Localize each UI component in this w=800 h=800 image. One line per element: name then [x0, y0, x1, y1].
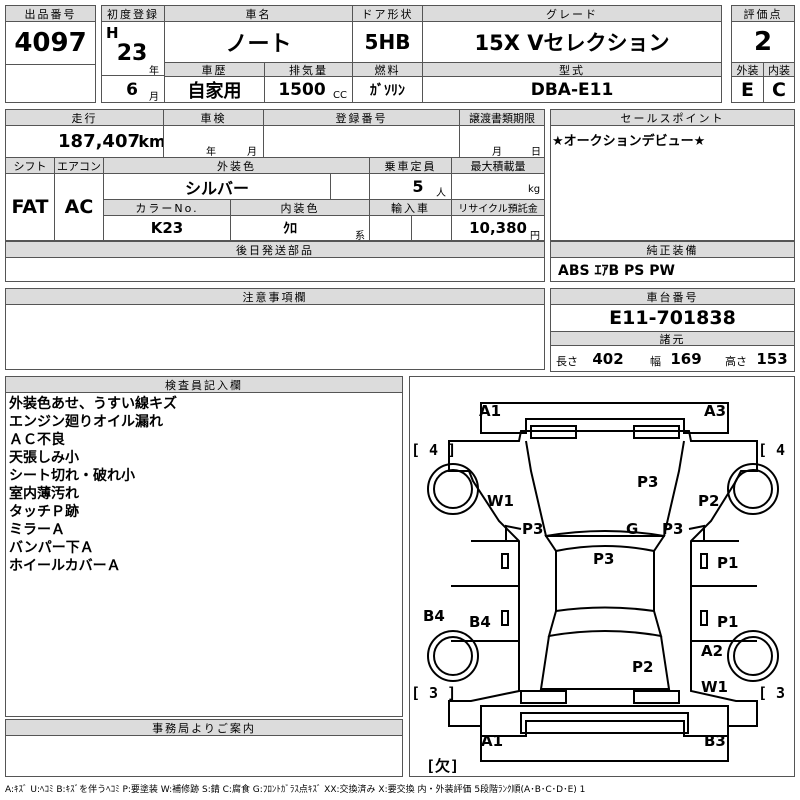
inspector-note: タッチＰ跡 — [9, 504, 79, 520]
damage-mark-p3-hood: P3 — [637, 473, 658, 491]
int-grade: C — [772, 78, 786, 101]
model-label: 型式 — [422, 62, 722, 77]
damage-mark-w1-right: W1 — [701, 678, 728, 696]
damage-mark-p2-right: P2 — [698, 492, 719, 510]
caution-label: 注意事項欄 — [5, 288, 545, 305]
height: 153 — [756, 349, 788, 368]
grade-label: グレード — [422, 5, 722, 22]
int-color: ｸﾛ — [283, 221, 297, 237]
damage-mark-a3-top: A3 — [704, 402, 726, 420]
inspector-note: ホイールカバーＡ — [9, 558, 121, 574]
int-color-label: 内装色 — [230, 199, 370, 216]
inspector-note: ミラーＡ — [9, 522, 65, 538]
damage-mark-w1-left: W1 — [487, 492, 514, 510]
inspector-note: ＡＣ不良 — [9, 432, 65, 448]
lot-number: 4097 — [14, 28, 87, 58]
length: 402 — [592, 349, 624, 368]
damage-mark-a2-right: A2 — [701, 642, 723, 660]
reg-no-label: 登録番号 — [263, 109, 460, 126]
car-name: ノート — [225, 32, 292, 57]
model-code: DBA-E11 — [530, 79, 614, 100]
door-label: ドア形状 — [352, 5, 423, 22]
reg-year: 23 — [116, 40, 148, 66]
displacement-label: 排気量 — [264, 62, 353, 77]
fuel-label: 燃料 — [352, 62, 423, 77]
later-parts-label: 後日発送部品 — [5, 241, 545, 258]
grade: 15X Vセレクション — [474, 31, 670, 55]
damage-mark-p1-right-bottom: P1 — [717, 613, 738, 631]
recycle-label: リサイクル預託金 — [451, 199, 545, 216]
capacity: 5 — [412, 177, 424, 196]
reg-month: 6 — [126, 80, 138, 100]
inspector-label: 検査員記入欄 — [5, 376, 403, 393]
shift: FAT — [11, 196, 49, 218]
inspection-label: 車検 — [163, 109, 264, 126]
tire-mark-tire-bl: [ 3 ] — [411, 684, 456, 702]
sales-point: ★オークションデビュー★ — [552, 134, 706, 149]
overall-score: 2 — [753, 27, 773, 57]
shift-label: シフト — [5, 157, 55, 174]
damage-mark-b4-door: B4 — [469, 613, 491, 631]
inspector-note: バンパー下Ａ — [9, 540, 94, 556]
damage-mark-p3-right: P3 — [662, 520, 683, 538]
ext-color-label: 外装色 — [103, 157, 370, 174]
history-label: 車歴 — [164, 62, 265, 77]
ac: AC — [64, 196, 94, 218]
damage-mark-g: G — [626, 520, 638, 538]
tire-mark-tire-br: [ 3 ] — [758, 684, 794, 702]
color-no: K23 — [150, 219, 184, 237]
import-label: 輸入車 — [369, 199, 452, 216]
inspector-note: 外装色あせ、うすい線キズ — [9, 396, 177, 412]
ext-color: シルバー — [184, 178, 249, 198]
damage-mark-b3-bottom: B3 — [704, 732, 726, 750]
load-label: 最大積載量 — [451, 157, 545, 174]
fuel: ｶﾞｿﾘﾝ — [370, 82, 405, 99]
displacement: 1500 — [278, 79, 326, 100]
door-type: 5HB — [364, 30, 411, 54]
legend: A:ｷｽﾞ U:ﾍｺﾐ B:ｷｽﾞを伴うﾍｺﾐ P:要塗装 W:補修跡 S:錆 … — [5, 785, 586, 795]
damage-mark-a1-bottom: A1 — [481, 732, 503, 750]
tire-mark-spare: [欠] — [426, 757, 459, 775]
first-reg-label: 初度登録 — [101, 5, 165, 22]
era: H — [106, 24, 119, 42]
damage-mark-p3-roof: P3 — [593, 550, 614, 568]
damage-mark-p2-rear: P2 — [632, 658, 653, 676]
inspector-note: 天張しみ小 — [9, 450, 79, 466]
recycle-fee: 10,380 — [469, 219, 527, 237]
chassis-number: E11-701838 — [609, 307, 736, 329]
capacity-label: 乗車定員 — [369, 157, 452, 174]
ext-label: 外装 — [731, 62, 764, 77]
inspector-note: シート切れ・破れ小 — [9, 468, 135, 484]
ext-grade: E — [741, 78, 754, 101]
width: 169 — [670, 349, 702, 368]
int-label: 内装 — [763, 62, 795, 77]
lot-label: 出品番号 — [5, 5, 96, 22]
dims-label: 諸元 — [550, 331, 795, 346]
sales-point-label: セールスポイント — [550, 109, 795, 126]
history: 自家用 — [187, 80, 242, 102]
color-no-label: カラーNo. — [103, 199, 231, 216]
score-label: 評価点 — [731, 5, 795, 22]
ac-label: エアコン — [54, 157, 104, 174]
mileage-label: 走行 — [5, 109, 164, 126]
damage-mark-p3-left: P3 — [522, 520, 543, 538]
office-label: 事務局よりご案内 — [5, 719, 403, 736]
equipment-label: 純正装備 — [550, 241, 795, 258]
car-name-label: 車名 — [164, 5, 353, 22]
tire-mark-tire-tr: [ 4 ] — [758, 441, 794, 459]
mileage: 187,407 — [58, 131, 140, 152]
equipment: ABS ｴｱB PS PW — [558, 262, 675, 279]
damage-mark-p1-right-top: P1 — [717, 554, 738, 572]
tire-mark-tire-tl: [ 4 ] — [411, 441, 456, 459]
chassis-label: 車台番号 — [550, 288, 795, 305]
damage-mark-b4-edge: B4 — [423, 607, 445, 625]
damage-mark-a1-top: A1 — [479, 402, 501, 420]
inspector-note: エンジン廻りオイル漏れ — [9, 414, 163, 430]
inspector-note: 室内薄汚れ — [9, 486, 79, 502]
transfer-label: 譲渡書類期限 — [459, 109, 545, 126]
